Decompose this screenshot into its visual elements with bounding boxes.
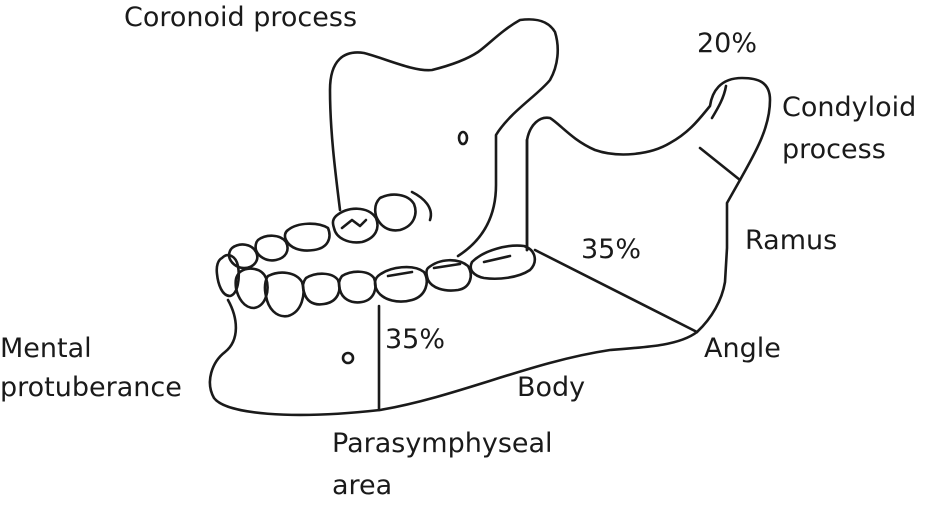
label-pct-condyle: 20% (697, 28, 758, 59)
tooth (469, 244, 537, 281)
mental-foramen (341, 351, 355, 365)
tooth (234, 267, 269, 310)
label-angle: Angle (704, 333, 781, 364)
tooth-detail (386, 270, 414, 278)
tooth (283, 222, 331, 252)
tooth (263, 271, 305, 318)
tooth (215, 253, 241, 298)
label-body: Body (517, 372, 586, 403)
tooth (373, 265, 428, 303)
tooth (337, 270, 377, 304)
label-coronoid-process: Coronoid process (124, 2, 358, 33)
label-condyloid-line1: Condyloid (782, 92, 917, 123)
root-line (410, 190, 433, 222)
tooth (331, 207, 379, 244)
condyle-tip-line (710, 84, 728, 120)
coronoid-process-outline (328, 18, 560, 258)
condyle-neck-line (698, 146, 742, 182)
label-ramus: Ramus (745, 225, 838, 256)
label-mental-line1: Mental (0, 333, 92, 364)
label-mental-line2: protuberance (0, 372, 182, 403)
angle-line (533, 248, 699, 334)
tooth (227, 243, 259, 270)
tooth-detail (482, 254, 512, 264)
tooth-detail (432, 262, 462, 270)
mandible-outline (208, 76, 772, 417)
label-pct-body: 35% (385, 324, 446, 355)
label-parasymphyseal-line1: Parasymphyseal (332, 428, 553, 459)
label-pct-angle: 35% (581, 234, 642, 265)
mandibular-foramen (457, 130, 469, 146)
tooth (254, 234, 289, 262)
tooth (301, 272, 341, 306)
tooth (373, 193, 417, 232)
label-parasymphyseal-line2: area (332, 470, 393, 501)
label-condyloid-line2: process (782, 134, 886, 165)
tooth-detail (340, 218, 368, 230)
